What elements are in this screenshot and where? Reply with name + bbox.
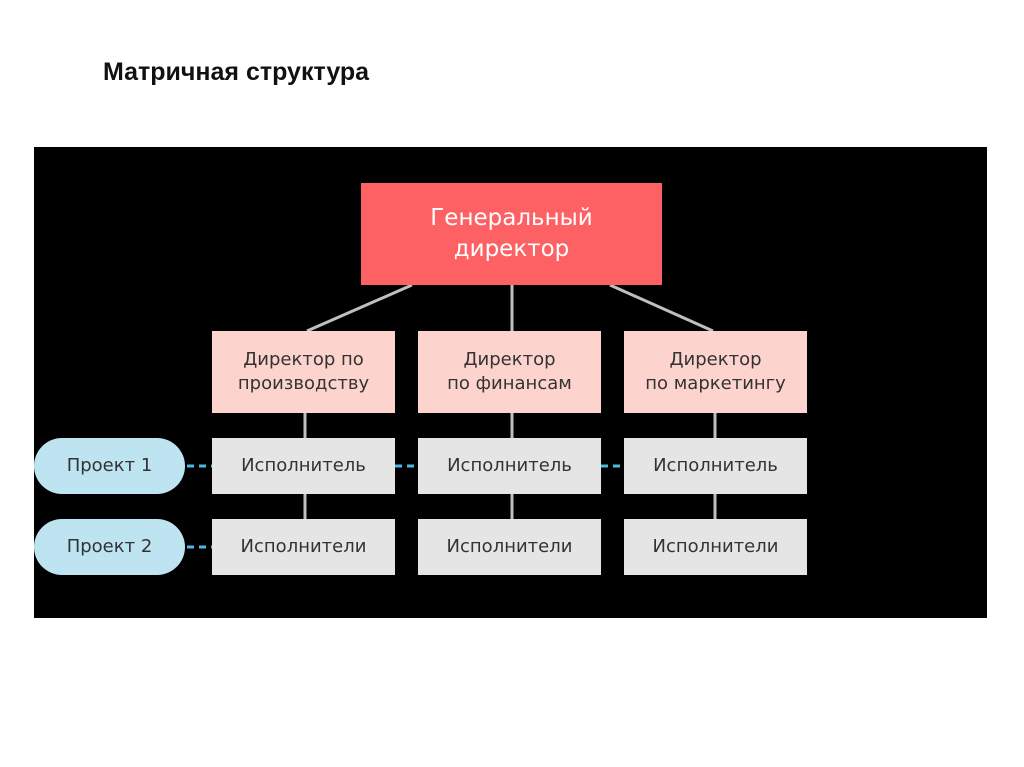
executor-cell: Исполнители xyxy=(212,519,395,575)
director-marketing-box: Директор по маркетингу xyxy=(624,331,807,413)
project-1-pill: Проект 1 xyxy=(34,438,185,494)
executor-cell: Исполнители xyxy=(418,519,601,575)
slide-title: Матричная структура xyxy=(103,58,370,86)
connector-ceo-production xyxy=(306,283,413,333)
director-label: Директор xyxy=(463,349,556,370)
director-label: по маркетингу xyxy=(645,373,786,394)
ceo-box: Генеральный директор xyxy=(361,183,662,285)
project-2-pill: Проект 2 xyxy=(34,519,185,575)
director-production-box: Директор по производству xyxy=(212,331,395,413)
ceo-line2: директор xyxy=(453,236,570,262)
director-label: производству xyxy=(237,373,370,394)
executor-cell: Исполнители xyxy=(624,519,807,575)
director-label: по финансам xyxy=(447,373,572,394)
director-label: Директор xyxy=(669,349,762,370)
executor-cell: Исполнитель xyxy=(418,438,601,494)
executor-cell: Исполнитель xyxy=(212,438,395,494)
executor-cell: Исполнитель xyxy=(624,438,807,494)
ceo-line1: Генеральный xyxy=(430,205,593,231)
director-label: Директор по xyxy=(243,349,364,370)
connector-ceo-marketing xyxy=(609,283,714,333)
director-finance-box: Директор по финансам xyxy=(418,331,601,413)
